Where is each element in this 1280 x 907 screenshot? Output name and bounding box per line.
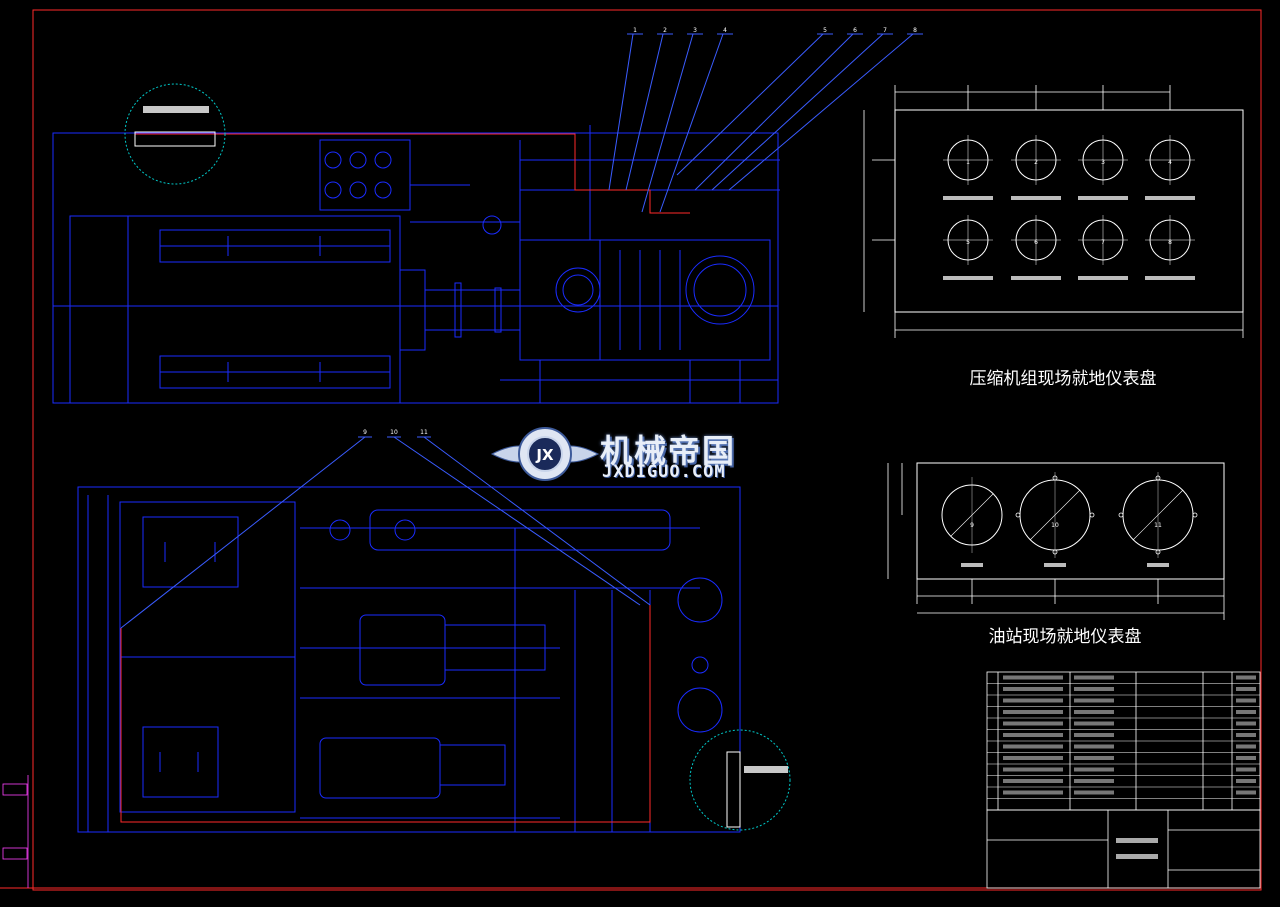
callout-number: 8 (913, 27, 917, 34)
oil-gauges: 9 10 11 (941, 472, 1198, 567)
callout-number: 5 (823, 27, 827, 34)
gauge-number: 10 (1051, 522, 1059, 529)
gauge-number: 4 (1168, 159, 1172, 166)
compressor-gauges: 1 2 3 4 5 6 7 8 (943, 135, 1195, 280)
callout-number: 9 (363, 429, 367, 436)
gear-wings-icon: JX (490, 427, 600, 481)
side-tag-top (2, 783, 28, 796)
outer-frame (32, 9, 1262, 891)
compressor-gauge: 2 (1011, 135, 1061, 200)
oil-panel-dimensions (887, 463, 1225, 620)
gauge-number: 8 (1168, 239, 1172, 246)
gauge-number: 3 (1101, 159, 1105, 166)
gauge-label-bar (1145, 276, 1195, 280)
gauge-label-bar (943, 196, 993, 200)
detail-circle-top (124, 83, 226, 185)
oil-gauge: 10 (1015, 472, 1095, 567)
gauge-label-bar (1147, 563, 1169, 567)
detail-circle-bottom (689, 729, 791, 831)
gauge-label-bar (1011, 196, 1061, 200)
compressor-gauge-panel (894, 109, 1244, 313)
callout-leaders-bottom (120, 436, 651, 629)
callout-leaders-top (608, 33, 923, 213)
logo-letters: JX (535, 446, 554, 464)
gauge-label-bar (1078, 196, 1128, 200)
junction-box-top-label-bar (143, 106, 209, 113)
gauge-number: 5 (966, 239, 970, 246)
compressor-gauge: 8 (1145, 215, 1195, 280)
compressor-gauge: 4 (1145, 135, 1195, 200)
callout-number: 7 (883, 27, 887, 34)
gauge-label-bar (1145, 196, 1195, 200)
oil-panel-title: 油站现场就地仪表盘 (989, 627, 1142, 647)
compressor-gauge: 3 (1078, 135, 1128, 200)
signal-line-oil (120, 605, 651, 823)
junction-box-bottom-label-bar (744, 766, 788, 773)
compressor-panel-dimensions (863, 85, 1244, 338)
oil-station-drawing (77, 486, 741, 833)
gauge-number: 11 (1154, 522, 1162, 529)
oil-gauge-panel (916, 462, 1225, 580)
gauge-number: 6 (1034, 239, 1038, 246)
junction-box-bottom (726, 751, 741, 828)
compressor-gauge: 6 (1011, 215, 1061, 280)
callout-number: 1 (633, 27, 637, 34)
callout-number: 3 (693, 27, 697, 34)
compressor-gauge: 5 (943, 215, 993, 280)
callout-number: 4 (723, 27, 727, 34)
title-block (986, 809, 1261, 889)
gauge-label-bar (1044, 563, 1066, 567)
watermark-logo: JX 机械帝国 JXDIGUO.COM (490, 420, 790, 488)
gauge-number: 1 (966, 159, 970, 166)
gauge-number: 7 (1101, 239, 1105, 246)
gauge-label-bar (943, 276, 993, 280)
oil-gauge: 11 (1118, 472, 1198, 567)
gauge-label-bar (961, 563, 983, 567)
watermark-brand-en: JXDIGUO.COM (602, 462, 726, 482)
callout-number: 11 (420, 429, 428, 436)
callout-number: 10 (390, 429, 398, 436)
watermark-brand-cn: 机械帝国 (600, 432, 737, 470)
compressor-gauge: 7 (1078, 215, 1128, 280)
side-tag-bottom (2, 847, 28, 860)
signal-line-top (135, 133, 690, 214)
junction-box-top (134, 131, 216, 147)
gauge-label-bar (1011, 276, 1061, 280)
compressor-gauge: 1 (943, 135, 993, 200)
callout-number: 2 (663, 27, 667, 34)
compressor-unit-drawing (52, 125, 780, 404)
oil-gauge: 9 (941, 477, 1003, 567)
gauge-number: 2 (1034, 159, 1038, 166)
parts-list-rows (987, 675, 1260, 799)
title-block-cells (1116, 838, 1158, 859)
gauge-label-bar (1078, 276, 1128, 280)
compressor-panel-title: 压缩机组现场就地仪表盘 (970, 369, 1157, 389)
gauge-number: 9 (970, 522, 974, 529)
callout-number: 6 (853, 27, 857, 34)
